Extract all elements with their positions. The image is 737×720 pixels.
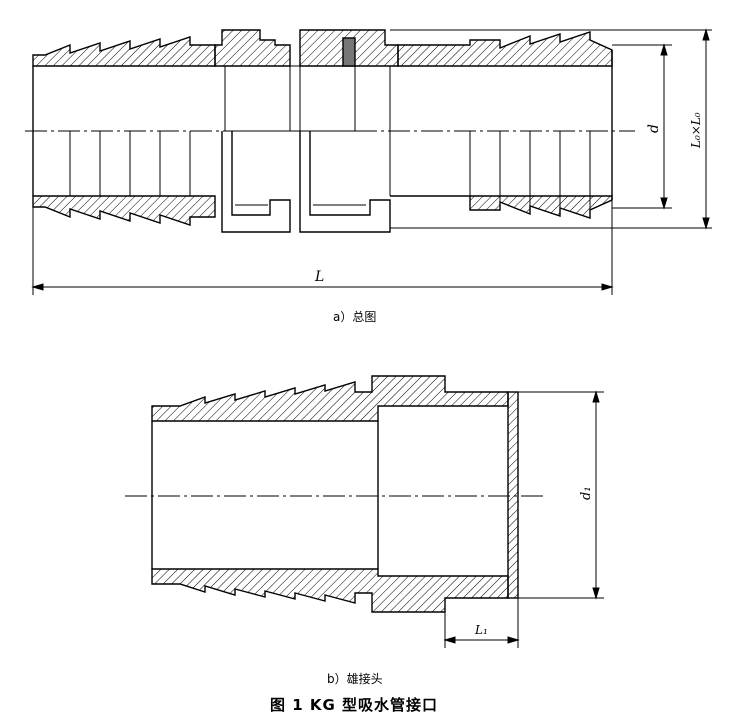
view-b-male-connector	[151, 375, 519, 613]
view-a-assembly	[32, 29, 613, 233]
dim-L1-group	[443, 598, 520, 648]
male-upper-wall	[151, 375, 509, 422]
male-thread-end	[507, 391, 519, 599]
dim-d-label: d	[646, 124, 662, 133]
lower-lug-left	[221, 131, 291, 233]
view-a-caption: a）总图	[333, 310, 377, 324]
left-lower-wall	[32, 195, 216, 226]
dim-L0-group	[390, 28, 712, 230]
dim-L-group	[31, 200, 614, 295]
male-lower-wall	[151, 568, 509, 613]
left-upper-wall	[32, 36, 216, 67]
seal-gasket	[342, 37, 356, 67]
dim-L0-label: L₀×L₀	[689, 112, 703, 149]
figure-title: 图 1 KG 型吸水管接口	[270, 696, 439, 714]
dim-L-label: L	[314, 269, 324, 285]
dim-L1-label: L₁	[474, 623, 488, 637]
right-upper-wall	[397, 31, 613, 67]
lower-lug-right	[299, 131, 391, 233]
dim-d1-label: d₁	[579, 486, 594, 500]
dim-d-group	[612, 43, 672, 210]
dim-d1-group	[518, 390, 604, 600]
right-lower-wall	[390, 195, 613, 219]
view-b-caption: b）雄接头	[327, 672, 383, 686]
coupling-left-hook	[214, 29, 291, 67]
